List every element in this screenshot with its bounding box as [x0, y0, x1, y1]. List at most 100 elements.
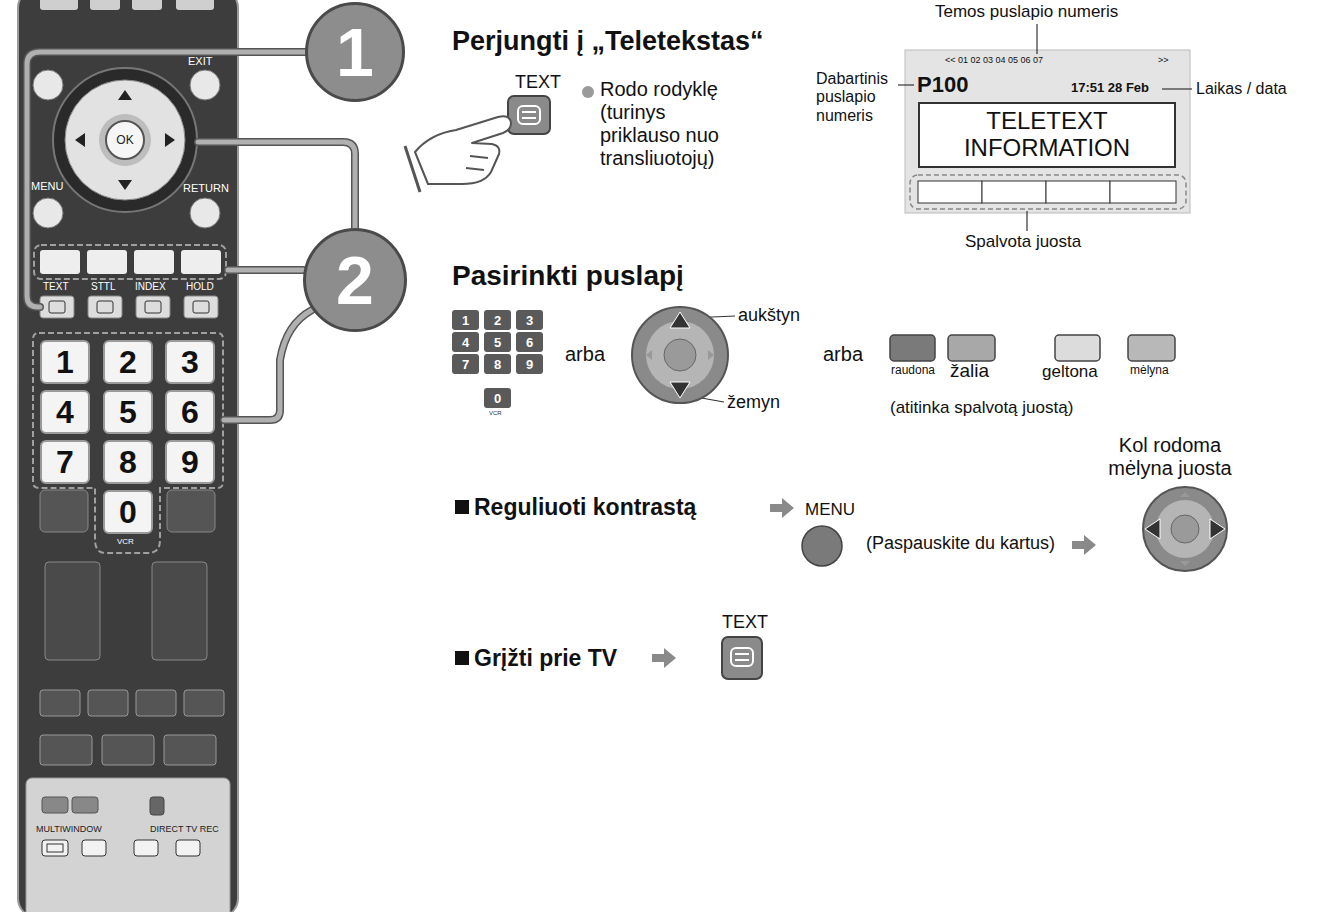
remote-control-part [75, 90, 175, 190]
text-button-icon-part [735, 654, 749, 660]
text-button-icon-part [722, 637, 762, 679]
callout-number-text: 2 [336, 241, 374, 319]
keypad-key: 7 [452, 354, 479, 374]
number-button: 6 [165, 390, 215, 434]
number-button-text: 9 [181, 444, 199, 481]
leader-line [690, 24, 1192, 402]
remote-control-part [181, 250, 221, 274]
text-button-icon [508, 96, 550, 134]
caption-text: (Paspauskite du kartus) [866, 533, 1055, 554]
remote-control-part-part [193, 301, 209, 313]
remote-control-part [40, 250, 80, 274]
keypad-key-text: 6 [526, 335, 533, 350]
remote-control-part [152, 562, 207, 660]
remote-control-part-part [49, 301, 65, 313]
section-heading: Pasirinkti puslapį [452, 260, 684, 292]
number-button: 7 [40, 440, 90, 484]
button-label: raudona [891, 364, 935, 378]
number-button-text: 6 [181, 394, 199, 431]
keypad-key-text: 9 [526, 357, 533, 372]
step-arrow-part [1072, 535, 1096, 555]
color-buttons-part [890, 335, 935, 361]
navigation-pad-part [646, 321, 714, 389]
navigation-pad-part [646, 350, 714, 360]
button-label: mėlyna [1130, 364, 1169, 378]
remote-control-part [132, 0, 162, 10]
keypad-key-text: 2 [494, 313, 501, 328]
navigation-pad [1143, 487, 1227, 571]
remote-control-part-part [40, 296, 74, 318]
teletext-info-box: TELETEXT INFORMATION [918, 102, 1176, 168]
keypad-key: 6 [516, 332, 543, 352]
keypad-key: 4 [452, 332, 479, 352]
hand-illustration [405, 116, 511, 192]
remote-control-part [42, 840, 68, 856]
keypad-key: 0 [484, 388, 511, 408]
remote-control-part [190, 198, 220, 228]
remote-control-part [45, 562, 100, 660]
teletext-screen [905, 50, 1190, 213]
teletext-screen-part [918, 181, 982, 203]
remote-control-part-part [184, 690, 224, 716]
remote-control-part-part [40, 735, 92, 765]
number-button: 8 [103, 440, 153, 484]
callout-label: žemyn [727, 392, 780, 413]
remote-control-part [42, 797, 68, 813]
remote-control-part [90, 0, 120, 10]
teletext-screen-text: >> [1158, 55, 1169, 65]
teletext-info-box-text: TELETEXT INFORMATION [926, 108, 1168, 162]
remote-control-part [176, 840, 200, 856]
button-label: TEXT [722, 612, 768, 633]
keypad-key-text: 7 [462, 357, 469, 372]
leader-line-part [898, 84, 914, 85]
menu-button [802, 526, 842, 566]
caption-text: Kol rodoma mėlyna juosta [1085, 434, 1255, 480]
text-button-icon [722, 637, 762, 679]
section-heading: Grįžti prie TV [474, 645, 617, 671]
caption-text: arba [823, 343, 863, 366]
callout-label: Dabartinis puslapio numeris [816, 70, 900, 125]
number-button: 4 [40, 390, 90, 434]
remote-control-part [53, 68, 197, 212]
number-button: 9 [165, 440, 215, 484]
button-label: TEXT [515, 72, 561, 93]
section-heading: Perjungti į „Teletekstas“ [452, 26, 764, 57]
leader-line-part [1026, 211, 1027, 231]
keypad-key-text: 3 [526, 313, 533, 328]
remote-control-part-part [40, 690, 80, 716]
remote-control-part-part [88, 296, 122, 318]
keypad-key-text: 0 [494, 391, 501, 406]
remote-control-part [176, 0, 214, 10]
keypad-key: 9 [516, 354, 543, 374]
number-button: 5 [103, 390, 153, 434]
caption-text: Rodo rodyklę (turinys priklauso nuo tran… [600, 78, 750, 170]
step-arrow-part [652, 648, 676, 668]
button-label: žalia [950, 360, 989, 382]
caption-text: (atitinka spalvotą juostą) [890, 398, 1073, 418]
keypad-key: 5 [484, 332, 511, 352]
remote-control-part-part [136, 296, 170, 318]
color-buttons [890, 335, 1175, 361]
teletext-screen-part [1110, 181, 1176, 203]
navigation-pad [632, 307, 728, 403]
navigation-pad-part [1156, 500, 1214, 558]
color-buttons-part [1128, 335, 1175, 361]
remote-control-part [40, 690, 224, 765]
section-heading: Reguliuoti kontrastą [474, 494, 696, 520]
button-label: MENU [31, 180, 63, 193]
remote-control-part [18, 0, 238, 912]
number-button: 1 [40, 340, 90, 384]
remote-control-part [134, 250, 174, 274]
remote-control-part [150, 797, 164, 815]
remote-control-part [65, 80, 185, 200]
remote-control-part [34, 245, 226, 279]
keypad-key: 3 [516, 310, 543, 330]
remote-control-part [40, 0, 78, 10]
button-label: TEXT [43, 281, 69, 293]
callout-label: Laikas / data [1196, 80, 1287, 98]
bullet-dot [582, 86, 594, 98]
color-buttons-part [1055, 335, 1100, 361]
remote-control-part [87, 250, 127, 274]
section-marker-part [455, 500, 469, 514]
teletext-screen-part [1046, 181, 1110, 203]
